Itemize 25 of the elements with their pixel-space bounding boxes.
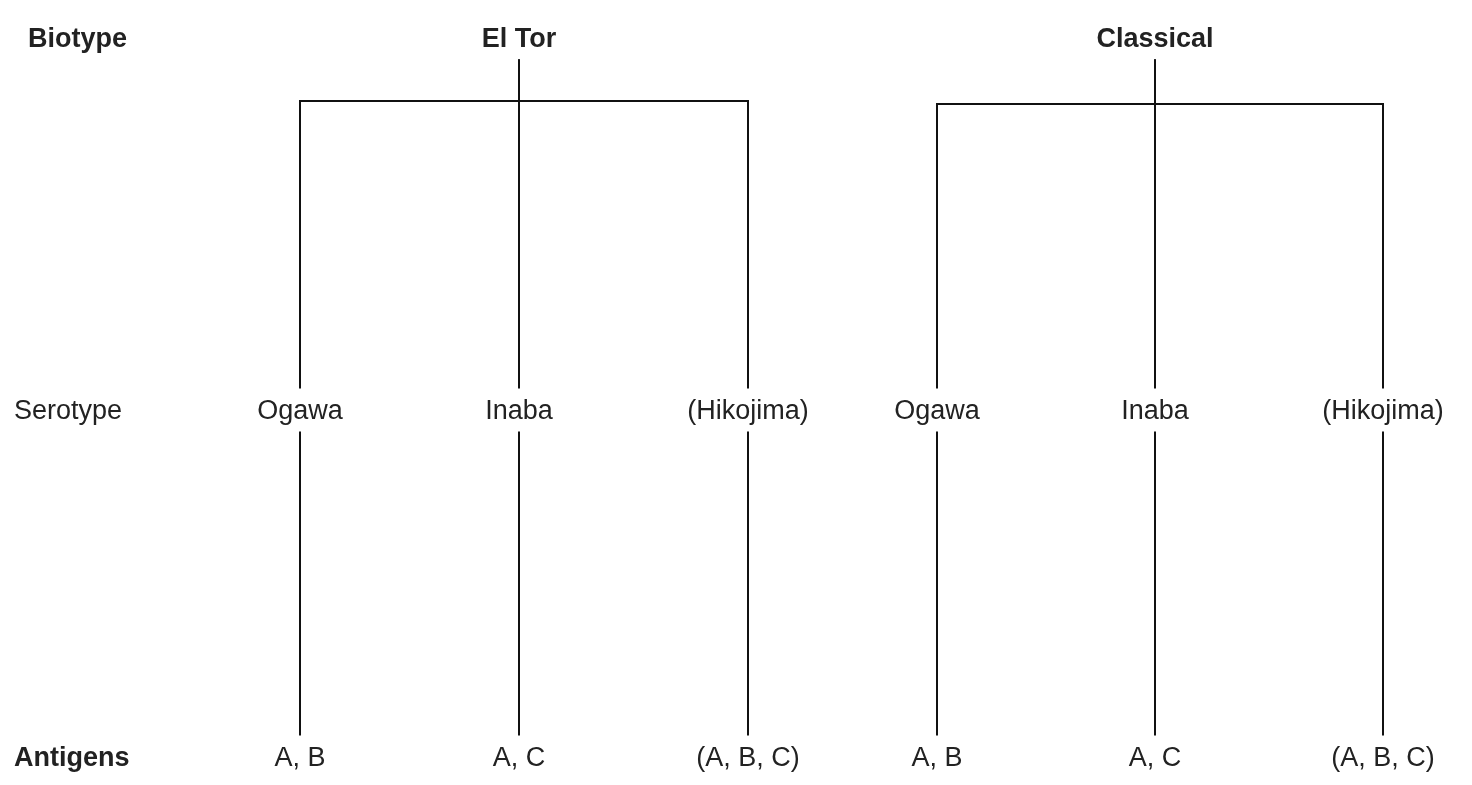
biotype-label: Classical [1092, 20, 1218, 56]
antigen-label: A, B [270, 739, 330, 775]
serotype-label: (Hikojima) [1318, 392, 1448, 428]
serotype-label: Ogawa [253, 392, 347, 428]
tree-connector [1154, 430, 1156, 737]
serotype-label: Inaba [1117, 392, 1193, 428]
tree-connector [518, 430, 520, 737]
antigen-label: A, B [907, 739, 967, 775]
tree-connector [936, 430, 938, 737]
serotype-label: (Hikojima) [683, 392, 813, 428]
antigen-label: A, C [488, 739, 550, 775]
serotype-label: Ogawa [890, 392, 984, 428]
row-heading: Serotype [14, 394, 123, 426]
biotype-label: El Tor [477, 20, 561, 56]
tree-connector [299, 430, 301, 737]
antigen-label: A, C [1124, 739, 1186, 775]
tree-connector [1154, 58, 1384, 390]
row-heading: Biotype [28, 22, 127, 54]
tree-connector [747, 430, 749, 737]
antigen-label: (A, B, C) [1327, 739, 1439, 775]
tree-connector [1382, 430, 1384, 737]
row-heading: Antigens [14, 741, 130, 773]
serotype-label: Inaba [481, 392, 557, 428]
tree-connector [518, 58, 749, 390]
antigen-label: (A, B, C) [692, 739, 804, 775]
